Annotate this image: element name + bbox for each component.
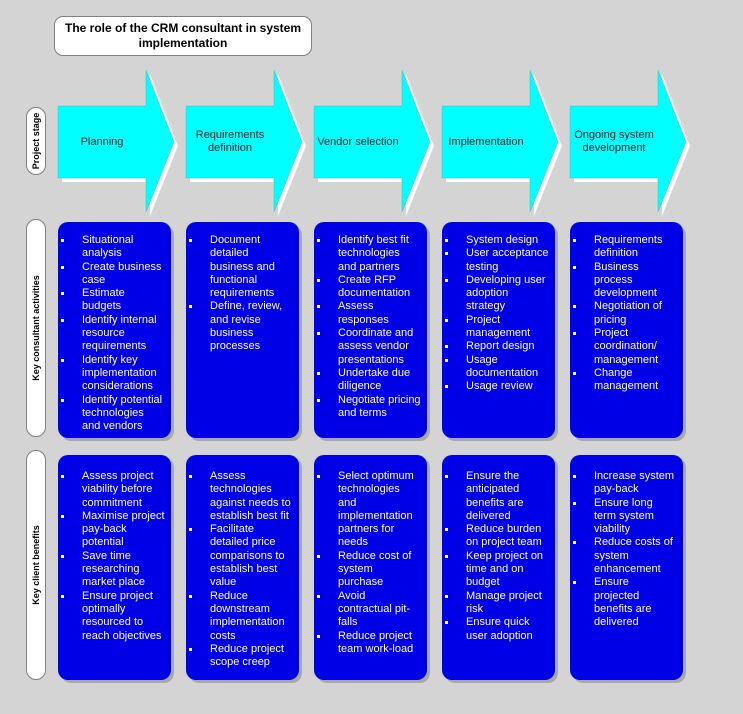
- diagram-title: The role of the CRM consultant in system…: [54, 16, 312, 56]
- bullet-item: Assess technologies against needs to est…: [186, 470, 293, 523]
- bullet-item: Ensure project optimally resourced to re…: [58, 590, 165, 643]
- bullet-item: Undertake due diligence: [314, 367, 421, 394]
- bullet-item: Negotiate pricing and terms: [314, 394, 421, 421]
- bullet-item: Keep project on time and on budget: [442, 550, 549, 590]
- bullet-item: Negotiation of pricing: [570, 300, 677, 327]
- bullet-item: System design: [442, 234, 549, 247]
- bullet-item: Reduce project team work-load: [314, 630, 421, 657]
- bullet-item: Maximise project pay-back potential: [58, 510, 165, 550]
- bullet-item: Project management: [442, 314, 549, 341]
- benefits-box: Ensure the anticipated benefits are deli…: [442, 455, 555, 680]
- bullet-item: Usage documentation: [442, 354, 549, 381]
- bullet-item: Reduce cost of system purchase: [314, 550, 421, 590]
- bullet-item: Define, review, and revise business proc…: [186, 300, 293, 353]
- bullet-item: Select optimum technologies and implemen…: [314, 470, 421, 550]
- stage-arrow: [313, 69, 431, 213]
- bullet-item: Increase system pay-back: [570, 470, 677, 497]
- bullet-item: Create RFP documentation: [314, 274, 421, 301]
- bullet-item: Facilitate detailed price comparisons to…: [186, 523, 293, 589]
- bullet-item: Coordinate and assess vendor presentatio…: [314, 327, 421, 367]
- stage-arrow: [441, 69, 559, 213]
- bullet-item: Identify internal resource requirements: [58, 314, 165, 354]
- bullet-item: Identify potential technologies and vend…: [58, 394, 165, 434]
- bullet-item: Reduce downstream implementation costs: [186, 590, 293, 643]
- bullet-item: Change management: [570, 367, 677, 394]
- benefits-list: Ensure the anticipated benefits are deli…: [442, 470, 549, 643]
- benefits-list: Assess technologies against needs to est…: [186, 470, 293, 669]
- bullet-item: Estimate budgets: [58, 287, 165, 314]
- bullet-item: Ensure projected benefits are delivered: [570, 576, 677, 629]
- bullet-item: Report design: [442, 340, 549, 353]
- benefits-list: Select optimum technologies and implemen…: [314, 470, 421, 656]
- stage-arrow: [569, 69, 687, 213]
- activities-list: Document detailed business and functiona…: [186, 234, 293, 354]
- bullet-item: Ensure the anticipated benefits are deli…: [442, 470, 549, 523]
- bullet-item: Business process development: [570, 261, 677, 301]
- bullet-item: Reduce project scope creep: [186, 643, 293, 670]
- benefits-box: Assess project viability before commitme…: [58, 455, 171, 680]
- bullet-item: Save time researching market place: [58, 550, 165, 590]
- row-label-project-stage: Project stage: [26, 107, 46, 175]
- bullet-item: Assess responses: [314, 300, 421, 327]
- row-label-key-client-benefits: Key client benefits: [26, 450, 46, 680]
- bullet-item: Ensure quick user adoption: [442, 616, 549, 643]
- bullet-item: Ensure long term system viability: [570, 497, 677, 537]
- bullet-item: Identify key implementation consideratio…: [58, 354, 165, 394]
- stage-name: Requirements definition: [195, 129, 265, 154]
- bullet-item: Reduce burden on project team: [442, 523, 549, 550]
- bullet-item: Manage project risk: [442, 590, 549, 617]
- bullet-item: Document detailed business and functiona…: [186, 234, 293, 300]
- bullet-item: Reduce costs of system enhancement: [570, 536, 677, 576]
- activities-list: Identify best fit technologies and partn…: [314, 234, 421, 420]
- bullet-item: Assess project viability before commitme…: [58, 470, 165, 510]
- benefits-box: Select optimum technologies and implemen…: [314, 455, 427, 680]
- stage-name: Ongoing system development: [574, 129, 654, 154]
- bullet-item: User acceptance testing: [442, 247, 549, 274]
- bullet-item: Create business case: [58, 261, 165, 288]
- stage-arrow: [57, 69, 175, 213]
- bullet-item: Identify best fit technologies and partn…: [314, 234, 421, 274]
- bullet-item: Requirements definition: [570, 234, 677, 261]
- stage-arrow: [185, 69, 303, 213]
- row-label-key-consultant-activities: Key consultant activities: [26, 219, 46, 437]
- benefits-box: Assess technologies against needs to est…: [186, 455, 299, 680]
- benefits-list: Assess project viability before commitme…: [58, 470, 165, 643]
- activities-box: Identify best fit technologies and partn…: [314, 222, 427, 438]
- bullet-item: Situational analysis: [58, 234, 165, 261]
- bullet-item: Usage review: [442, 380, 549, 393]
- stage-name: Vendor selection: [317, 135, 399, 148]
- bullet-item: Avoid contractual pit-falls: [314, 590, 421, 630]
- activities-box: Document detailed business and functiona…: [186, 222, 299, 438]
- bullet-item: Project coordination/ management: [570, 327, 677, 367]
- stage-name: Implementation: [448, 135, 524, 148]
- bullet-item: Developing user adoption strategy: [442, 274, 549, 314]
- stage-name: Planning: [80, 135, 124, 148]
